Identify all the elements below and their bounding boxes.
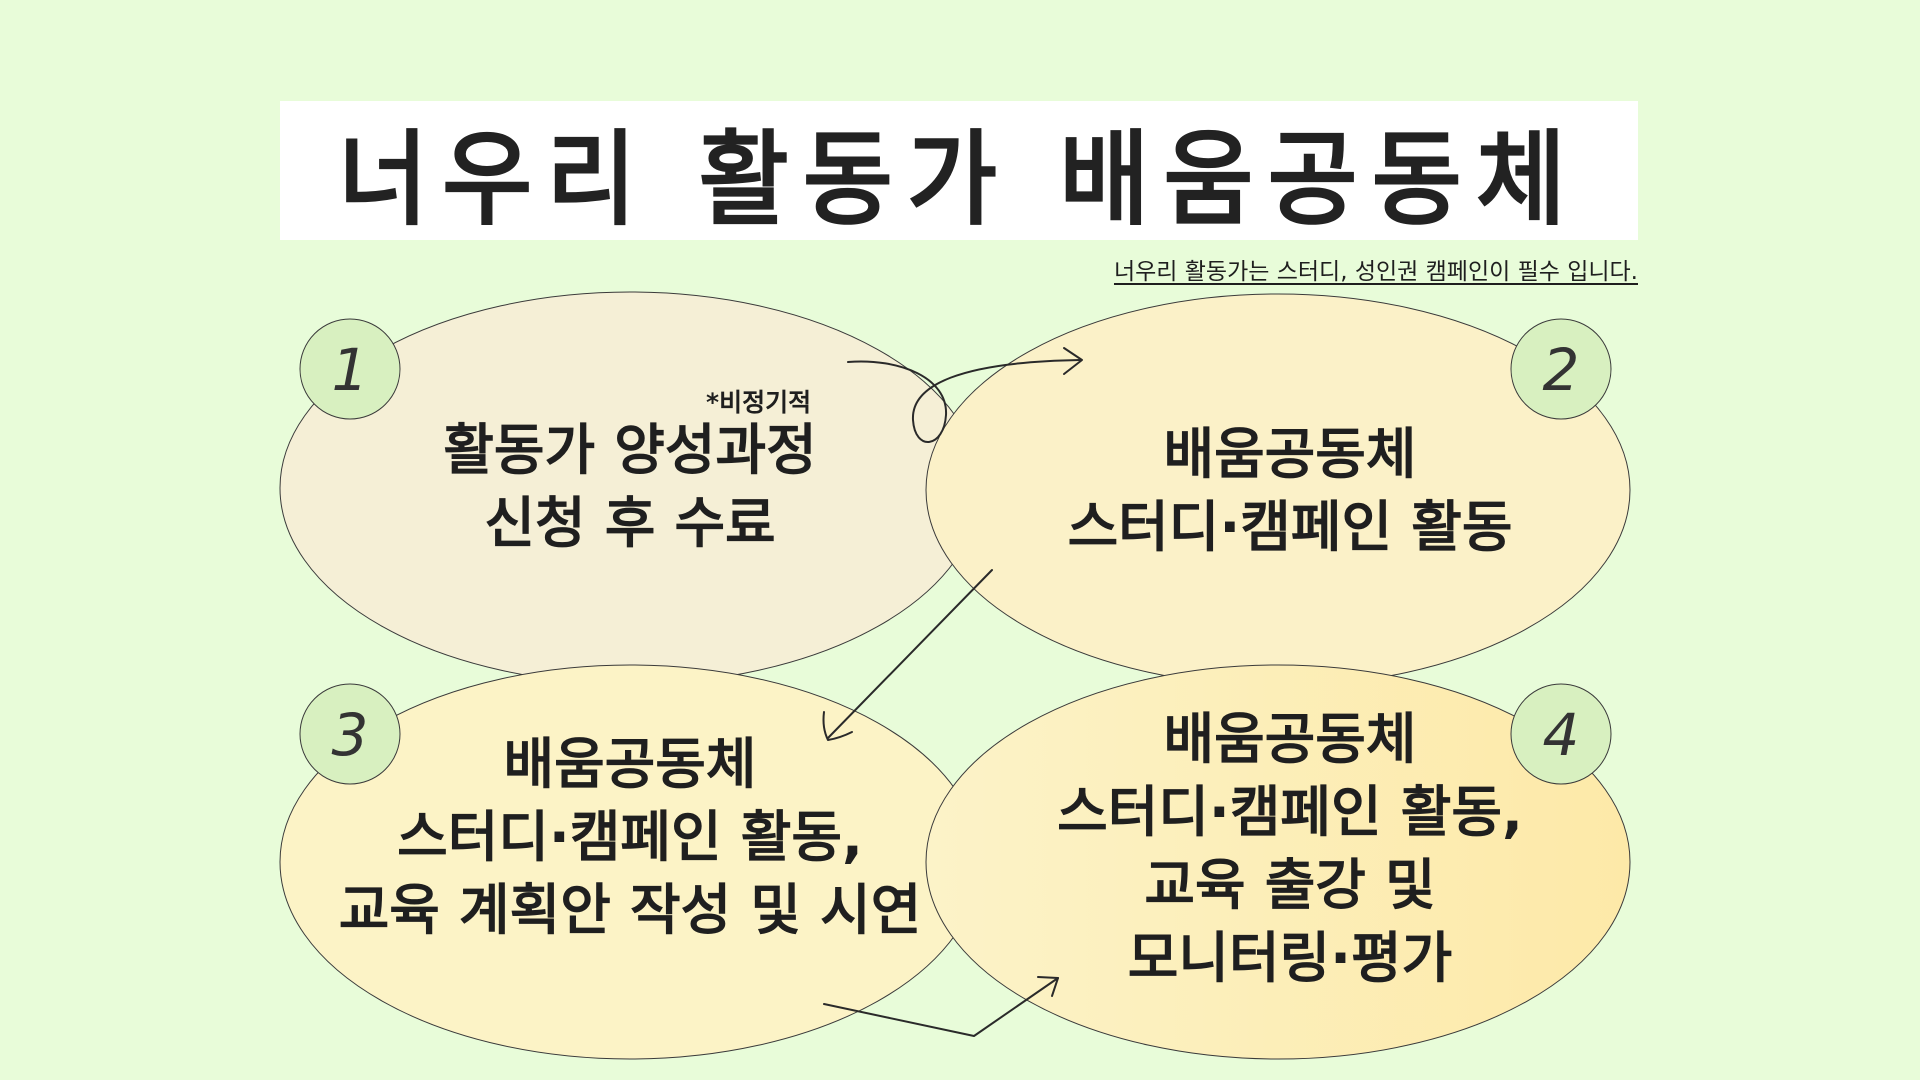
step-3-badge: 3: [299, 683, 401, 785]
step-4-label: 배움공동체 스터디·캠페인 활동, 교육 출강 및 모니터링·평가: [1057, 703, 1523, 996]
step-2-number: 2: [1543, 336, 1580, 404]
step-2-label: 배움공동체 스터디·캠페인 활동: [1068, 418, 1513, 564]
step-1-label: 활동가 양성과정 신청 후 수료: [443, 414, 816, 560]
page-title: 너우리 활동가 배움공동체: [338, 120, 1580, 240]
arrow-1-to-2: [847, 347, 1083, 443]
title-banner: 너우리 활동가 배움공동체: [280, 101, 1638, 240]
step-2-line-1: 배움공동체: [1163, 422, 1417, 486]
arrow-2-to-3: [822, 569, 993, 741]
step-3-line-2: 스터디·캠페인 활동,: [397, 805, 863, 870]
step-1-note: *비정기적: [706, 388, 812, 417]
step-4-line-2: 스터디·캠페인 활동,: [1057, 780, 1523, 845]
subtitle: 너우리 활동가는 스터디, 성인권 캠페인이 필수 입니다.: [1113, 259, 1638, 285]
step-3-line-1: 배움공동체: [503, 732, 757, 796]
step-1-badge: 1: [299, 318, 401, 420]
step-4-number: 4: [1543, 701, 1580, 769]
step-3-line-3: 교육 계획안 작성 및 시연: [338, 878, 922, 943]
step-4-line-3: 교육 출강 및: [1144, 853, 1436, 918]
step-1-line-2: 신청 후 수료: [484, 491, 776, 556]
step-1-number: 1: [332, 336, 369, 404]
step-2-badge: 2: [1510, 318, 1612, 420]
step-3-label: 배움공동체 스터디·캠페인 활동, 교육 계획안 작성 및 시연: [339, 728, 922, 947]
step-2-line-2: 스터디·캠페인 활동: [1067, 495, 1513, 560]
step-4-badge: 4: [1510, 683, 1612, 785]
step-4-line-4: 모니터링·평가: [1127, 926, 1453, 991]
step-4-line-1: 배움공동체: [1163, 707, 1417, 771]
arrow-3-to-4: [823, 976, 1059, 1037]
step-3-number: 3: [332, 701, 369, 769]
step-1-line-1: 활동가 양성과정: [443, 418, 817, 482]
step-4-ellipse: [925, 664, 1631, 1060]
